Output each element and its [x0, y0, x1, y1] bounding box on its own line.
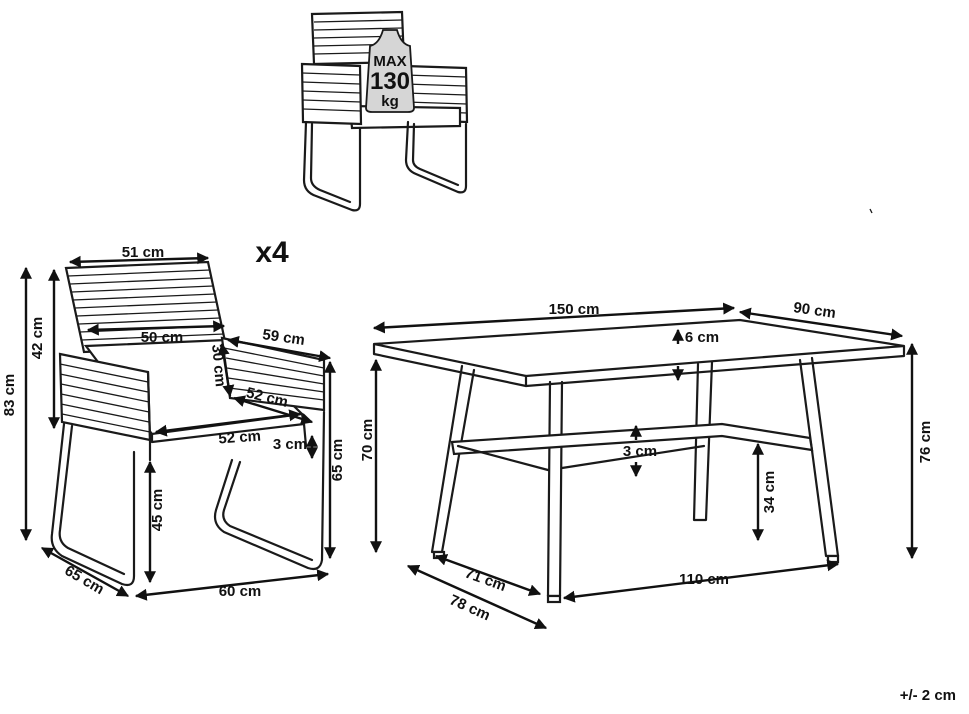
badge-max-label: MAX [373, 53, 406, 70]
table-dimension-drawing [372, 318, 906, 604]
weight-badge-icon [365, 29, 415, 113]
quantity-label: x4 [255, 236, 289, 269]
chair-dimension-drawing [50, 260, 326, 587]
chair-arm-height-label: 30 cm [208, 344, 229, 388]
chair-back-height-label: 42 cm [29, 317, 46, 360]
corner-mark [869, 208, 873, 214]
table-bar-height-label: 34 cm [761, 471, 778, 514]
table-length-label: 150 cm [549, 301, 600, 318]
chair-load-illustration: MAX 130 kg [300, 10, 469, 212]
chair-armrest-height-label: 65 cm [329, 439, 346, 482]
table-clearance-height-label: 70 cm [359, 419, 376, 462]
table-top-thickness-label: 6 cm [685, 329, 719, 346]
tolerance-label: +/- 2 cm [900, 687, 956, 704]
badge-weight-value: 130 [370, 68, 410, 95]
chair-dimension-lines [20, 252, 336, 601]
table-leg-span-outer-label: 78 cm [447, 591, 493, 624]
chair-seat-depth-bottom-label: 52 cm [218, 428, 262, 448]
chair-width-label: 60 cm [219, 583, 262, 600]
chair-back-width-label: 51 cm [122, 244, 165, 261]
table-total-height-label: 76 cm [917, 421, 934, 464]
badge-unit-label: kg [381, 93, 399, 110]
table-bar-thickness-label: 3 cm [623, 443, 657, 460]
chair-arm-depth-label: 59 cm [261, 326, 305, 349]
table-leg-span-inner-label: 71 cm [463, 565, 509, 596]
chair-seat-thickness-label: 3 cm [273, 436, 307, 453]
table-leg-length-label: 110 cm [679, 571, 729, 588]
table-dimension-lines [370, 302, 918, 630]
table-width-label: 90 cm [792, 299, 836, 322]
chair-seat-width-label: 50 cm [141, 329, 184, 346]
chair-seat-height-label: 45 cm [149, 489, 166, 532]
chair-total-height-label: 83 cm [1, 374, 18, 417]
